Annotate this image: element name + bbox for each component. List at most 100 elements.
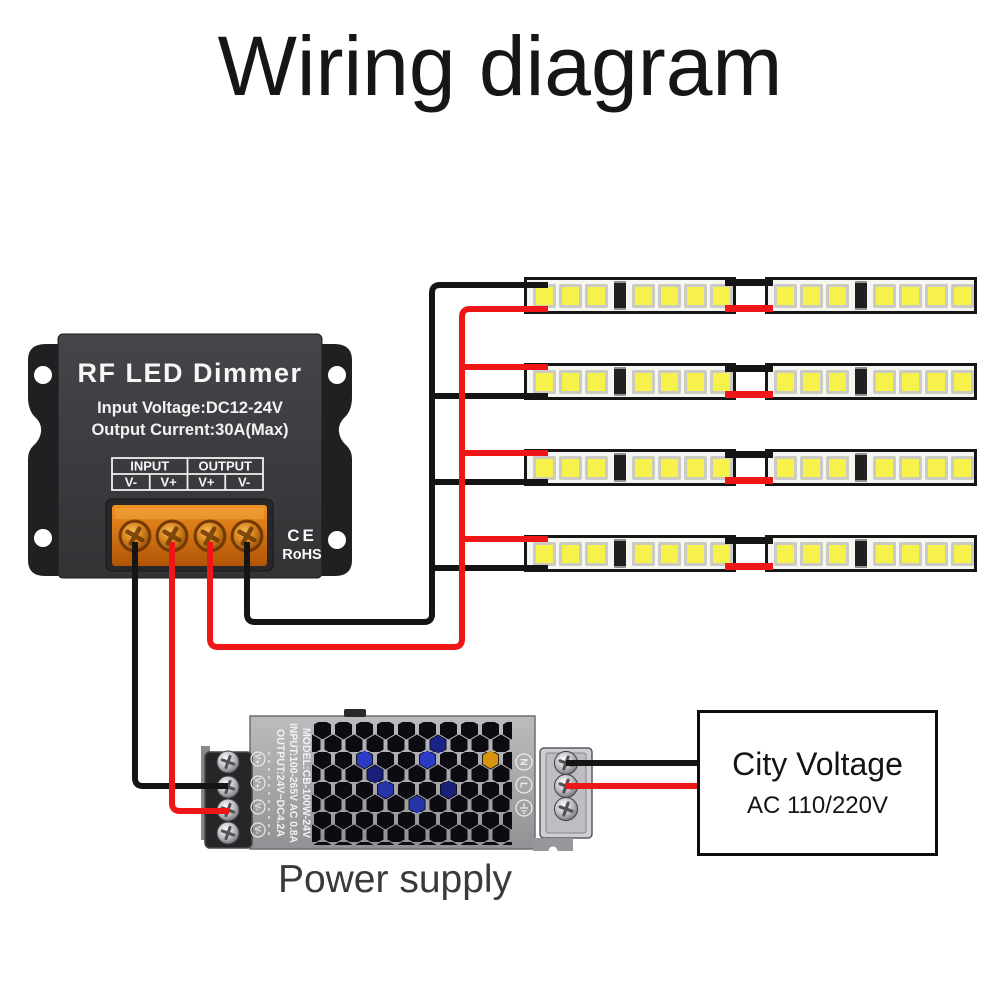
led-chip (559, 283, 582, 308)
psu-model-spec: MODEL:CB-100W-24V (300, 728, 312, 839)
wire-psu-to-dimmer-black (132, 542, 228, 789)
table-input-header: INPUT (130, 459, 169, 474)
psu-dc-terminal-labels (250, 751, 266, 838)
led-chip (800, 369, 823, 394)
led-chip (899, 283, 922, 308)
dimmer-spec-input-voltage: Input Voltage:DC12-24V (97, 399, 283, 417)
led-chip (873, 455, 896, 480)
led-chip (774, 541, 797, 566)
led-chip (951, 455, 974, 480)
led-chip (559, 541, 582, 566)
led-phosphor (713, 544, 730, 563)
smd-component (855, 453, 867, 482)
led-phosphor (803, 458, 820, 477)
led-chip (684, 369, 707, 394)
led-chip (533, 283, 556, 308)
led-phosphor (687, 372, 704, 391)
psu-output-spec: OUTPUT:24V~DC4.2A (274, 729, 286, 837)
led-chip (585, 541, 608, 566)
led-chip (710, 455, 733, 480)
led-phosphor (588, 286, 605, 305)
led-phosphor (635, 458, 652, 477)
led-strip-row (524, 363, 977, 400)
led-strip-row (524, 449, 977, 486)
led-phosphor (954, 372, 971, 391)
led-chip (800, 455, 823, 480)
led-phosphor (687, 544, 704, 563)
led-chip (658, 541, 681, 566)
dc-label-vplus-2: V+ (253, 778, 263, 789)
led-phosphor (687, 286, 704, 305)
led-phosphor (713, 458, 730, 477)
psu-dc-terminal-block (204, 749, 253, 849)
led-strip-row (524, 535, 977, 572)
strip-jumper-black-wire (725, 365, 773, 372)
led-strip-segment (524, 535, 736, 572)
led-chip (925, 455, 948, 480)
led-phosphor (635, 286, 652, 305)
led-chip (925, 541, 948, 566)
led-phosphor (928, 544, 945, 563)
ac-label-neutral: N (518, 758, 529, 765)
led-phosphor (803, 286, 820, 305)
led-chip (632, 283, 655, 308)
led-strip-segment (524, 363, 736, 400)
psu-right-bracket (533, 838, 573, 856)
led-phosphor (954, 544, 971, 563)
psu-input-spec: INPUT:100-265V AC 0.8A (287, 723, 299, 843)
led-phosphor (876, 286, 893, 305)
led-phosphor (928, 458, 945, 477)
led-phosphor (777, 372, 794, 391)
table-cell-vminus-out: V- (238, 475, 250, 490)
rf-led-dimmer: RF LED Dimmer Input Voltage:DC12-24V Out… (28, 333, 352, 579)
led-chip (684, 541, 707, 566)
dimmer-mounting-holes (34, 366, 346, 549)
wire-output-red-trunk (207, 306, 548, 650)
led-phosphor (803, 372, 820, 391)
psu-vent-grille (312, 722, 512, 845)
led-phosphor (876, 544, 893, 563)
led-phosphor (562, 286, 579, 305)
table-cell-vplus-out: V+ (198, 475, 215, 490)
smd-component (614, 367, 626, 396)
led-phosphor (829, 372, 846, 391)
led-chip (951, 541, 974, 566)
strip-jumper-red-wire (725, 563, 773, 570)
led-chip (710, 369, 733, 394)
ac-label-line: L (518, 782, 529, 788)
led-phosphor (803, 544, 820, 563)
led-chip (684, 455, 707, 480)
dc-label-vplus-1: V+ (253, 754, 263, 765)
dimmer-name: RF LED Dimmer (77, 358, 302, 388)
dimmer-right-mounting-plate (322, 344, 352, 576)
strip-jumper-black-wire (725, 451, 773, 458)
led-chip (533, 455, 556, 480)
led-phosphor (661, 372, 678, 391)
led-chip (658, 369, 681, 394)
wire-output-black-trunk (244, 282, 548, 625)
led-chip (658, 283, 681, 308)
strip-jumper-red-wire (725, 391, 773, 398)
led-chip (925, 283, 948, 308)
city-voltage-subtitle: AC 110/220V (747, 792, 888, 819)
led-chip (559, 455, 582, 480)
led-chip (684, 283, 707, 308)
led-chip (632, 455, 655, 480)
led-phosphor (829, 286, 846, 305)
led-phosphor (954, 286, 971, 305)
led-phosphor (777, 458, 794, 477)
led-chip (899, 455, 922, 480)
led-chip (826, 369, 849, 394)
led-phosphor (635, 544, 652, 563)
led-chip (800, 283, 823, 308)
led-chip (826, 283, 849, 308)
led-phosphor (588, 458, 605, 477)
led-chip (774, 283, 797, 308)
strip-jumper-black-wire (725, 279, 773, 286)
led-phosphor (902, 458, 919, 477)
psu-top-tab (344, 709, 366, 717)
led-phosphor (777, 286, 794, 305)
led-phosphor (661, 458, 678, 477)
led-chip (585, 283, 608, 308)
